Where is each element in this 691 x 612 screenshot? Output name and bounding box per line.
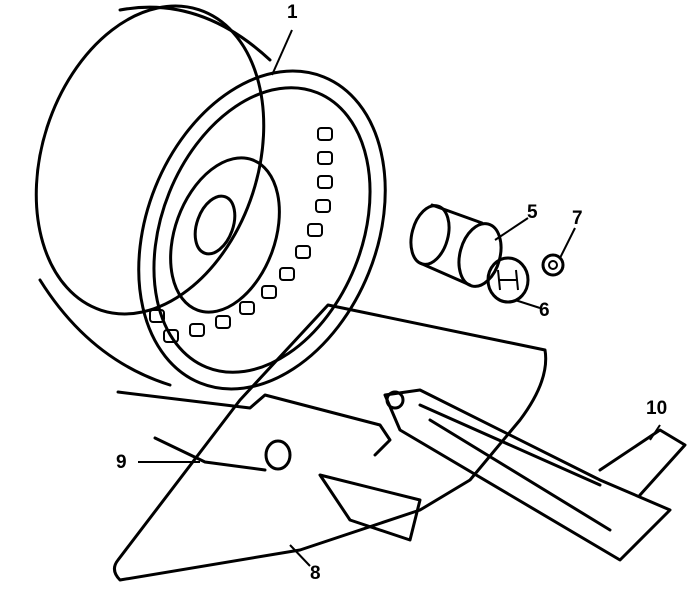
callout-8: 8 [310,563,321,584]
callout-9: 9 [116,452,127,473]
wheel-nut [541,253,565,277]
wheel-wrench [153,436,292,472]
emblem [486,256,530,304]
callout-5: 5 [527,202,538,223]
callout-6: 6 [539,300,550,321]
callout-7: 7 [572,208,583,229]
callout-10: 10 [646,398,668,419]
callout-1: 1 [287,2,298,23]
hub-cap [409,203,503,288]
tool-bag [113,303,548,582]
leader-lines [138,29,661,567]
jack-handle-rod [116,390,392,457]
spare-wheel [34,4,387,391]
jack [318,388,687,562]
